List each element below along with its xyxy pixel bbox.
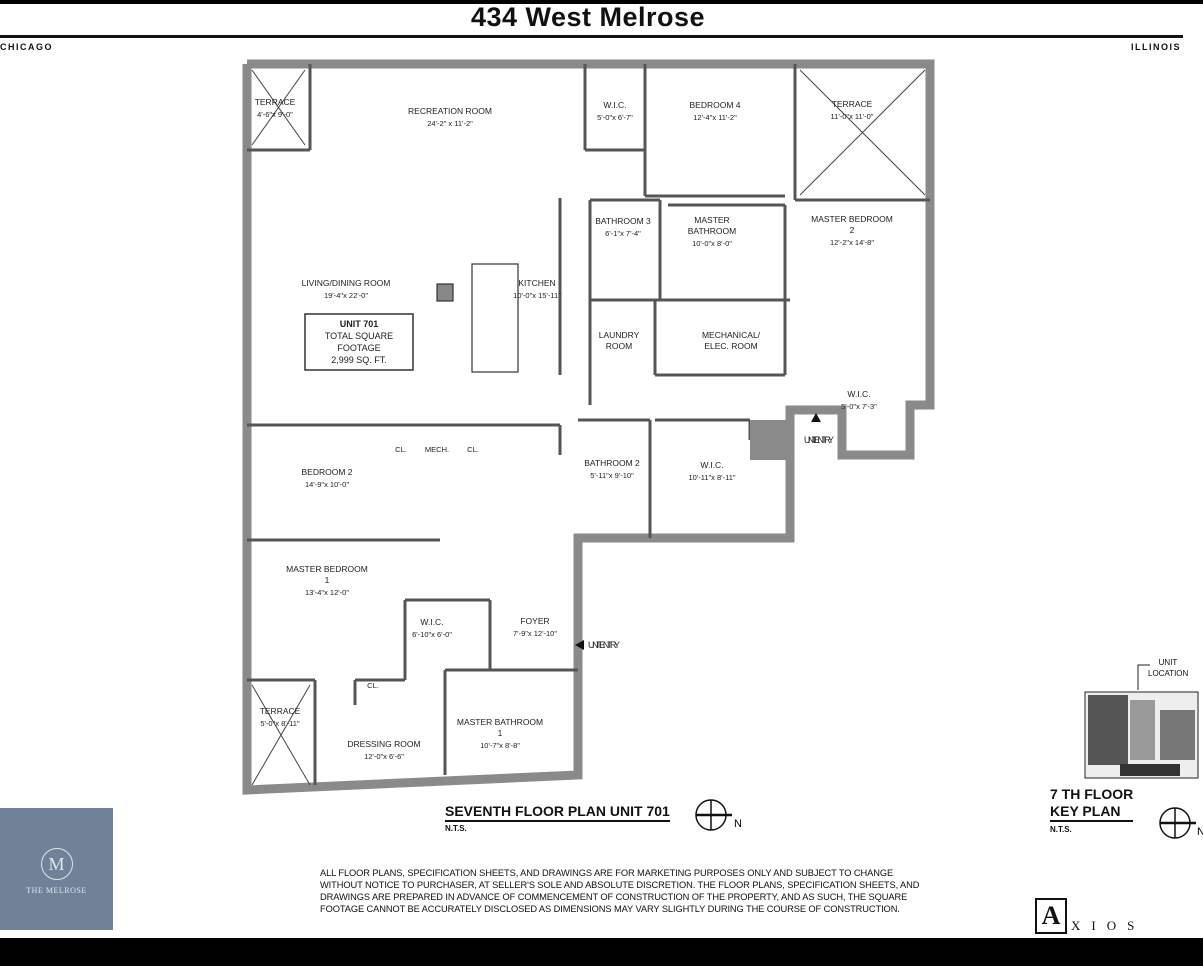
unit-entry-label: UNIT ENTRY	[804, 435, 834, 445]
room-name: MASTER BATHROOM	[457, 717, 543, 727]
kitchen-island	[304, 263, 519, 373]
room-name: MASTER BEDROOM	[286, 564, 368, 574]
axios-logo-name: XIOS	[1071, 918, 1146, 933]
unit-location-label: UNIT LOCATION	[1148, 658, 1189, 678]
north-label: N	[734, 818, 742, 830]
room-name: MECHANICAL/	[702, 330, 761, 340]
room-name: TERRACE	[832, 99, 873, 109]
room-dimensions: 5'-0"x 7'-3"	[841, 402, 877, 411]
melrose-logo-initial: M	[40, 848, 73, 880]
room-name: BEDROOM 4	[689, 100, 740, 110]
room-name: 2	[850, 225, 855, 235]
mech-label: MECH.	[425, 445, 449, 454]
key-plan-scale: N.T.S.	[1050, 825, 1072, 834]
room-dimensions: 14'-9"x 10'-0"	[305, 480, 349, 489]
unit-box: UNIT 701 TOTAL SQUARE FOOTAGE 2,999 SQ. …	[325, 319, 393, 365]
room-dimensions: 12'-2"x 14'-8"	[830, 238, 874, 247]
room-name: BATHROOM 3	[595, 216, 651, 226]
state-label: ILLINOIS	[1131, 42, 1181, 52]
room-dimensions: 5'-0"x 8'-11"	[260, 719, 300, 728]
key-plan-thumbnail	[1084, 664, 1199, 779]
room-name: TERRACE	[255, 97, 296, 107]
top-bar	[0, 0, 1203, 4]
room-name: 1	[498, 728, 503, 738]
room-labels: TERRACE 4'-6"x 9'-0" RECREATION ROOM 24'-2"…	[255, 97, 893, 761]
room-dimensions: 19'-4"x 22'-0"	[324, 291, 368, 300]
page-title: 434 West Melrose	[470, 2, 706, 32]
disclaimer: All floor plans, specification sheets, a…	[320, 868, 920, 914]
room-name: TERRACE	[260, 706, 301, 716]
room-dimensions: 12'-4"x 11'-2"	[693, 113, 737, 122]
city-label: CHICAGO	[0, 42, 53, 52]
room-dimensions: 12'-0"x 6'-6"	[364, 752, 404, 761]
entry-arrow-icon	[811, 413, 821, 422]
room-dimensions: 5'-0"x 6'-7"	[597, 113, 633, 122]
room-dimensions: 10'-0"x 8'-0"	[692, 239, 732, 248]
room-name: LAUNDRY	[599, 330, 640, 340]
closet-label: CL.	[395, 445, 407, 454]
unit-box-line: FOOTAGE	[337, 343, 380, 353]
room-name: ROOM	[606, 341, 632, 351]
axios-logo-initial: A	[1035, 898, 1067, 934]
room-name: BEDROOM 2	[301, 467, 352, 477]
closet-label: CL.	[467, 445, 479, 454]
axios-logo: A XIOS	[1035, 898, 1145, 934]
room-dimensions: 11'-0"x 11'-0"	[831, 112, 874, 121]
room-dimensions: 10'-0"x 15'-11"	[513, 291, 561, 300]
room-name: BATHROOM	[688, 226, 736, 236]
unit-box-line: TOTAL SQUARE	[325, 331, 393, 341]
room-dimensions: 10'-11"x 8'-11"	[688, 473, 735, 482]
room-dimensions: 7'-9"x 12'-10"	[513, 629, 557, 638]
key-plan-title: 7 TH FLOOR KEY PLAN	[1050, 786, 1134, 822]
entry-arrow-icon	[575, 640, 584, 650]
room-dimensions: 6'-10"x 6'-0"	[412, 630, 452, 639]
room-name: 1	[325, 575, 330, 585]
terrace-hatching	[251, 69, 926, 786]
closet-label: CL.	[367, 681, 379, 690]
room-dimensions: 5'-11"x 9'-10"	[590, 471, 634, 480]
room-name: FOYER	[520, 616, 549, 626]
key-plan-title-line: KEY PLAN	[1050, 803, 1121, 819]
bottom-bar	[0, 938, 1203, 966]
key-plan-title-line: 7 TH FLOOR	[1050, 786, 1134, 802]
unit-number: UNIT 701	[340, 319, 379, 329]
room-name: BATHROOM 2	[584, 458, 640, 468]
title-rule	[0, 35, 1183, 38]
plan-title: SEVENTH FLOOR PLAN UNIT 701	[445, 803, 670, 822]
room-dimensions: 10'-7"x 8'-8"	[480, 741, 520, 750]
room-name: MASTER	[694, 215, 729, 225]
room-name: W.I.C.	[420, 617, 443, 627]
north-label: N	[1197, 826, 1203, 838]
room-name: W.I.C.	[603, 100, 626, 110]
melrose-logo: M THE MELROSE	[0, 808, 113, 930]
room-dimensions: 6'-1"x 7'-4"	[605, 229, 641, 238]
north-arrow-icon	[695, 799, 1196, 839]
room-name: KITCHEN	[518, 278, 555, 288]
room-name: LIVING/DINING ROOM	[302, 278, 391, 288]
room-name: W.I.C.	[700, 460, 723, 470]
room-name: RECREATION ROOM	[408, 106, 492, 116]
room-dimensions: 4'-6"x 9'-0"	[257, 110, 293, 119]
room-name: MASTER BEDROOM	[811, 214, 893, 224]
melrose-logo-name: THE MELROSE	[26, 886, 87, 895]
unit-entry-label: UNIT ENTRY	[588, 640, 620, 650]
room-name: ELEC. ROOM	[704, 341, 757, 351]
room-name: W.I.C.	[847, 389, 870, 399]
unit-entries: UNIT ENTRY UNIT ENTRY	[575, 413, 834, 650]
room-name: DRESSING ROOM	[347, 739, 420, 749]
square-footage: 2,999 SQ. FT.	[331, 355, 387, 365]
column	[750, 420, 790, 460]
plan-scale: N.T.S.	[445, 824, 467, 833]
interior-walls	[247, 64, 930, 785]
room-dimensions: 24'-2" x 11'-2"	[427, 119, 473, 128]
room-dimensions: 13'-4"x 12'-0"	[305, 588, 349, 597]
outer-walls	[242, 59, 935, 795]
